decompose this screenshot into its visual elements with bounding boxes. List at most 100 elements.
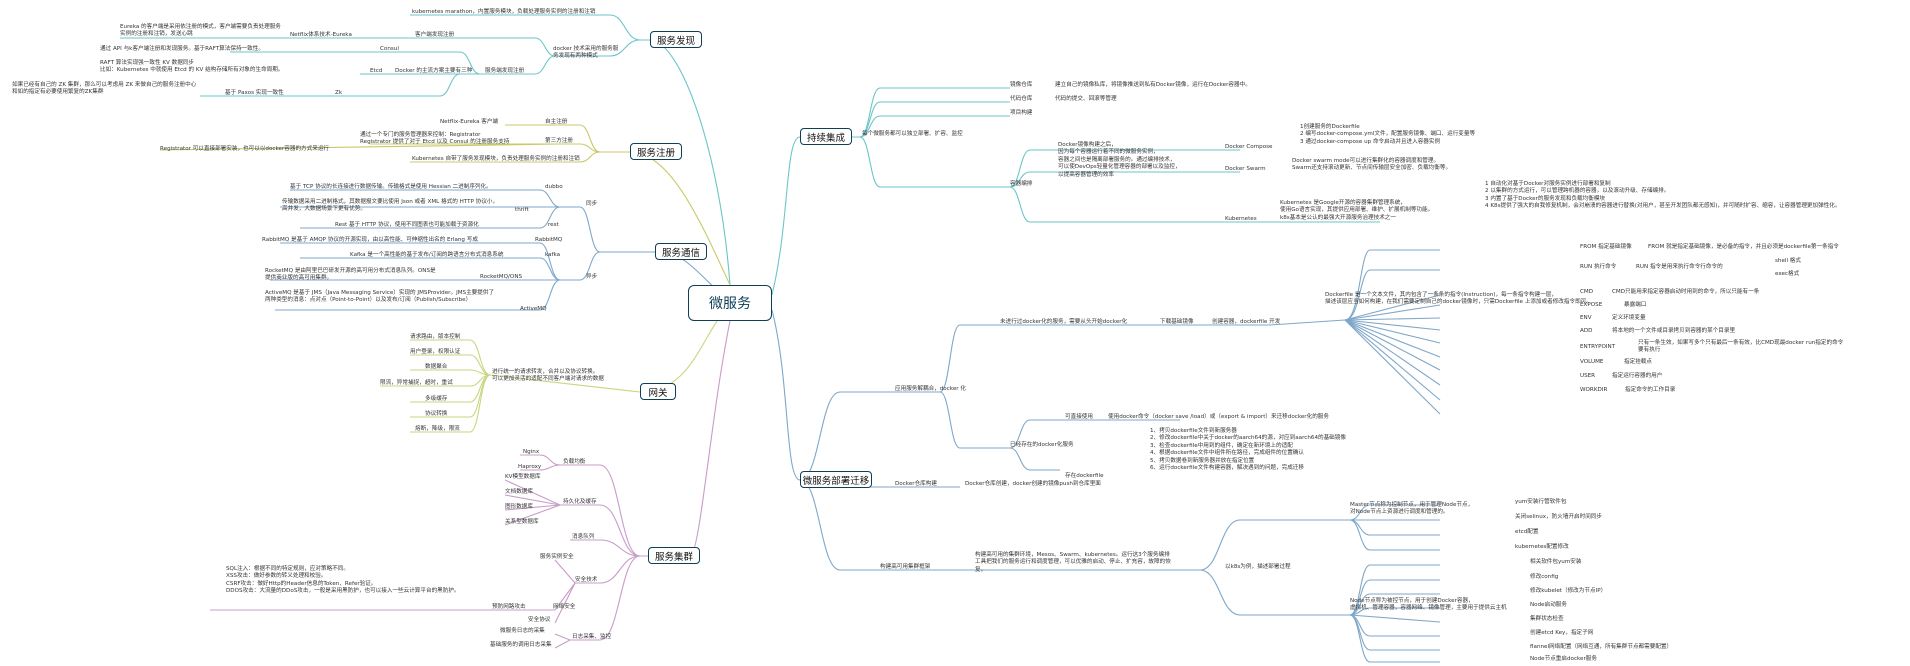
fx-server: 服务端发现注册 xyxy=(485,68,525,74)
qy-node: Node节点称为被控节点，用于创建Docker容器， 虚拟机、管理容器，容器网络… xyxy=(1350,598,1507,612)
zc-k8s: Kubernetes 自带了服务发现模块，负责处理服务实例的注册和注销 xyxy=(412,156,580,162)
qy-cmd-1: RUN 执行命令 xyxy=(1580,264,1617,270)
jq-sec: 安全技术 xyxy=(575,577,598,583)
jq-kv: KV模型数据库 xyxy=(505,474,541,480)
qy-cmd-0: FROM 指定基础镜像 xyxy=(1580,244,1632,250)
zc-registrator: Registrator 可以直接部署安装，也可以以docker容器的方式来运行 xyxy=(160,146,330,152)
branch-service-registration[interactable]: 服务注册 xyxy=(630,143,682,160)
qy-node-1: 修改config xyxy=(1530,574,1559,580)
qy-cmd-5-desc: 将本地的一个文件或目录拷贝到容器的某个目录里 xyxy=(1612,328,1736,334)
jq-impl: 服务实例安全 xyxy=(540,554,574,560)
qy-cluster-desc: 构建高可用的集群环境，Mesos、Swarm、kubernetes。运行这3个服… xyxy=(975,552,1171,573)
zc-eureka: Netflix-Eureka 客户端 xyxy=(440,119,499,125)
qy-cmd-2-desc: CMD只能用来指定容器启动时用到的命令，所以只能有一条 xyxy=(1612,289,1760,295)
jq-persist: 持久化及缓存 xyxy=(563,499,597,505)
qy-cmd-8: USER xyxy=(1580,373,1596,379)
jq-sql-desc: SQL注入：根据不同的特定规则，应对策略不同。 XSS攻击：做好参数的转义处理和… xyxy=(226,566,460,595)
qy-exist: 存在dockerfile xyxy=(1065,473,1104,479)
jq-net: 预防网路攻击 xyxy=(492,604,526,610)
qy-repo: Docker仓库构建 xyxy=(895,481,937,487)
jc-img: 镜像仓库 xyxy=(1010,82,1033,88)
qy-cmd-6: ENTRYPOINT xyxy=(1580,344,1616,350)
qy-cmd-7: VOLUME xyxy=(1580,359,1604,365)
qy-cmd-3: EXPOSE xyxy=(1580,302,1603,308)
qy-cmd-7-desc: 指定挂载点 xyxy=(1624,359,1652,365)
zc-third: 第三方注册 xyxy=(545,138,573,144)
tx-thrift: thrift xyxy=(515,207,529,213)
fx-consul-desc: 通过 API 与k客户端注册和发现服务。基于RAFT算法保持一致性。 xyxy=(100,46,264,52)
jq-nginx: Nginx xyxy=(523,449,540,455)
fx-paxos: 基于 Paxos 实现一致性 xyxy=(225,90,284,96)
jq-netsec: 网络安全 xyxy=(553,604,576,610)
jq-log2: 基础服务的调用日志采集 xyxy=(490,642,552,648)
qy-exist-desc: 1、拷贝dockerfile文件到新服务器 2、修改dockerfile中关于d… xyxy=(1150,428,1346,472)
branch-gateway[interactable]: 网关 xyxy=(640,383,676,400)
tx-rocket-desc: RocketMQ 是由阿里巴巴研发开源的高可用分布式消息队列。ONS是提供商业版… xyxy=(265,268,436,282)
qy-cmd-2: CMD xyxy=(1580,289,1594,295)
qy-built: 已经存在的docker化服务 xyxy=(1010,442,1074,448)
tx-sync: 同步 xyxy=(586,201,598,207)
wg-item-2: 数据聚合 xyxy=(425,364,448,370)
fx-eureka-desc: Eureka 的客户端是采用依注册的模式，客户端需要负责处理服务实例的注册和注销… xyxy=(120,24,281,38)
jc-swarm-desc: Docker swarm mode可以进行集群化的容器调度和管理。 Swarm还… xyxy=(1292,158,1452,172)
qy-repo-desc: Docker仓库创建，docker创建的镜像push到仓库里面 xyxy=(965,481,1101,487)
qy-master: Master节点称为控制节点，用于管理Node节点， 对Node节点上资源进行调… xyxy=(1350,502,1474,516)
fx-netflix: Netflix体系技术-Eureka xyxy=(290,32,352,38)
tx-rocket: RocketMQ/ONS xyxy=(480,274,523,280)
qy-cmd-0-desc: FROM 就是指定基础镜像，是必备的指令，并且必须是dockerfile第一条指… xyxy=(1648,244,1839,250)
branch-continuous-integration[interactable]: 持续集成 xyxy=(800,128,852,145)
branch-deploy-migration[interactable]: 微服务部署迁移 xyxy=(800,471,872,488)
jq-haproxy: Haproxy xyxy=(518,464,542,470)
branch-service-discovery[interactable]: 服务发现 xyxy=(650,31,702,48)
wg-item-5: 协议转换 xyxy=(425,411,448,417)
qy-direct: 可直接使用 xyxy=(1065,414,1093,420)
qy-shell: shell 格式 xyxy=(1775,258,1801,264)
fx-main3: Docker 的主流方案主要有三种 xyxy=(395,68,473,74)
fx-zk: Zk xyxy=(335,90,343,96)
qy-base: 下载基础镜像 xyxy=(1160,319,1194,325)
fx-zk-desc: 如果已经有自己的 ZK 集群，那么可以考虑用 ZK 来做自己的服务注册中心 和如… xyxy=(12,82,197,96)
zc-self: 自主注册 xyxy=(545,119,568,125)
qy-cmd-8-desc: 指定运行容器的用户 xyxy=(1612,373,1663,379)
wg-item-6: 熔断，降级，限流 xyxy=(415,426,460,432)
branch-service-cluster[interactable]: 服务集群 xyxy=(648,547,700,564)
tx-active-desc: ActiveMQ 是基于 JMS（Java Messaging Service）… xyxy=(265,290,495,304)
qy-master-1: 关闭selinux，防火墙开启时间同步 xyxy=(1515,514,1602,520)
qy-exec: exec格式 xyxy=(1775,271,1800,277)
tx-rabbit-desc: RabbitMQ 是基于 AMQP 协议的开源实现，由以高性能、可伸缩性出名的 … xyxy=(262,237,478,243)
fx-raft: RAFT 算法实现强一致性 KV 数据同步 比如：Kubernetes 中就使用… xyxy=(100,60,284,74)
qy-cluster: 构建高可用集群框架 xyxy=(880,564,931,570)
qy-node-4: 集群状态检查 xyxy=(1530,616,1564,622)
fx-docker: docker 技术采用的服务服务发现有两种模式 xyxy=(553,46,619,60)
qy-cmd-6-desc: 只有一条生效，如果写多个只有最后一条有效，比CMD现最docker run指定的… xyxy=(1638,340,1844,354)
jc-k8s-desc2: 1 自动化对基于Docker对服务实例进行部署和复制 2 以集群的方式运行，可以… xyxy=(1485,181,1841,210)
fx-consul: Consul xyxy=(380,46,399,52)
fx-k8s: kubernetes marathon，内置服务模块，负载处理服务实例的注册和注… xyxy=(412,9,596,15)
qy-cmd-3-desc: 暴露端口 xyxy=(1624,302,1647,308)
qy-cmd-4-desc: 定义环境变量 xyxy=(1612,315,1646,321)
root-node[interactable]: 微服务 xyxy=(688,285,772,321)
zc-third-desc: 通过一个专门的服务管理器来控制：Registrator Registrator … xyxy=(360,132,510,146)
tx-async: 异步 xyxy=(586,274,598,280)
qy-node-7: Node节点重启docker服务 xyxy=(1530,656,1597,662)
tx-thrift-desc: 传输数据采用二进制格式，其数据报文要比使用 Json 或者 XML 格式的 HT… xyxy=(282,199,499,213)
fx-client: 客户端发现注册 xyxy=(415,32,455,38)
jc-k8s-desc: Kubernetes 是Google开源的容器集群管理系统， 使用Go语言实现，… xyxy=(1280,200,1434,221)
qy-cmd-9-desc: 指定命令的工作目录 xyxy=(1625,387,1676,393)
jc-deploy: 容器编排 xyxy=(1010,181,1033,187)
qy-cmd-5: ADD xyxy=(1580,328,1593,334)
jc-code-desc: 代码的提交、回滚等管理 xyxy=(1055,96,1117,102)
fx-etcd: Etcd xyxy=(370,68,383,74)
jq-log1: 微服务日志的采集 xyxy=(500,628,545,634)
jq-rel: 关系型数据库 xyxy=(505,519,539,525)
jc-deploy-desc: Docker镜像构建之后， 因为每个容器运行着不同的微服务实例， 容器之间也是隔… xyxy=(1058,142,1181,178)
jc-compose: Docker Compose xyxy=(1225,144,1273,150)
branch-service-communication[interactable]: 服务通信 xyxy=(655,243,707,260)
jq-log: 日志采集、监控 xyxy=(572,634,612,640)
jc-compose-desc: 1创建服务的Dockerfile 2 编写docker-compose.yml文… xyxy=(1300,124,1476,145)
tx-rest-desc: Rest 基于 HTTP 协议，使用不同图表也可能加载于资源化 xyxy=(335,222,479,228)
wg-item-0: 请求路由，版本控制 xyxy=(410,334,461,340)
tx-dubbo-desc: 基于 TCP 协议的长连接进行数据传输。传输格式是使用 Hessian 二进制序… xyxy=(290,184,492,190)
wg-item-3: 限流，异常捕捉，超时，重试 xyxy=(380,380,453,386)
